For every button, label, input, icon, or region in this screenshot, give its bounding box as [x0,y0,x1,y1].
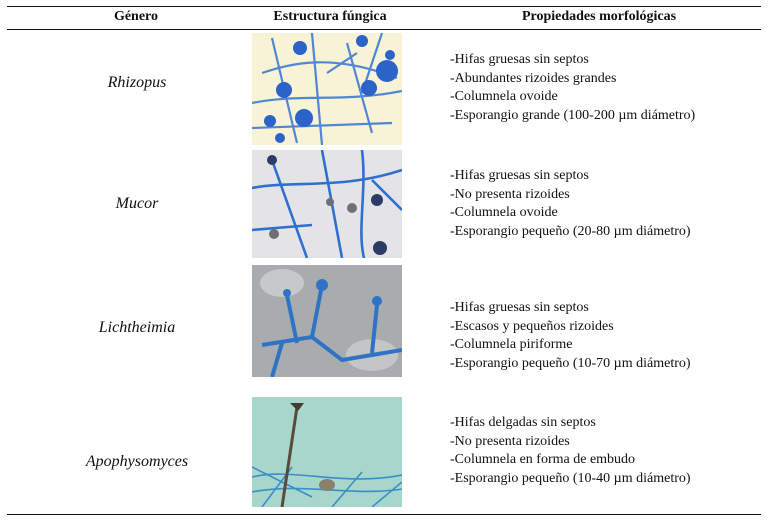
list-item: -Hifas gruesas sin septos [450,168,589,183]
list-item: -Hifas delgadas sin septos [450,415,596,430]
genus-name: Apophysomyces [85,453,189,470]
list-item: -Hifas gruesas sin septos [450,52,589,67]
genus-name: Rhizopus [107,74,167,91]
list-item: -Esporangio pequeño (10-40 µm diámetro) [450,471,691,487]
fungal-structure-image [252,150,402,258]
list-item: -Esporangio pequeño (10-70 µm diámetro) [450,356,691,372]
genus-name: Mucor [115,195,159,212]
list-item: -Esporangio grande (100-200 µm diámetro) [450,108,696,124]
properties-list: -Hifas delgadas sin septos -No presenta … [450,414,760,489]
table-top-rule [7,6,761,7]
table-row-rhizopus: Rhizopus [7,29,761,147]
list-item: -No presenta rizoides [450,186,570,202]
header-properties: Propiedades morfológicas [521,9,677,24]
table-bottom-rule [7,514,761,515]
list-item: -Columnela en forma de embudo [450,452,636,468]
properties-list: -Hifas gruesas sin septos -Abundantes ri… [450,51,760,126]
morphology-table: Género Estructura fúngica Propiedades mo… [7,6,761,516]
list-item: -Escasos y pequeños rizoides [450,318,614,334]
list-item: -Esporangio pequeño (20-80 µm diámetro) [450,224,691,240]
list-item: -Columnela ovoide [450,89,558,105]
list-item: -Hifas gruesas sin septos [450,300,589,315]
table-row-apophysomyces: Apophysomyces -Hifas delgadas sin septos [7,381,761,514]
fungal-structure-image [252,265,402,377]
fungal-structure-image [252,397,402,507]
table-header-rule [7,29,761,30]
list-item: -No presenta rizoides [450,433,570,449]
list-item: -Columnela ovoide [450,205,558,221]
header-genus: Género [113,9,159,24]
list-item: -Columnela piriforme [450,337,573,353]
genus-name: Lichtheimia [98,319,176,336]
list-item: -Abundantes rizoides grandes [450,70,617,86]
table-row-mucor: Mucor [7,147,761,263]
properties-list: -Hifas gruesas sin septos -No presenta r… [450,167,760,242]
properties-list: -Hifas gruesas sin septos -Escasos y peq… [450,299,760,374]
header-structure: Estructura fúngica [273,9,387,24]
table-row-lichtheimia: Lichtheimia -H [7,263,761,381]
fungal-structure-image [252,33,402,145]
